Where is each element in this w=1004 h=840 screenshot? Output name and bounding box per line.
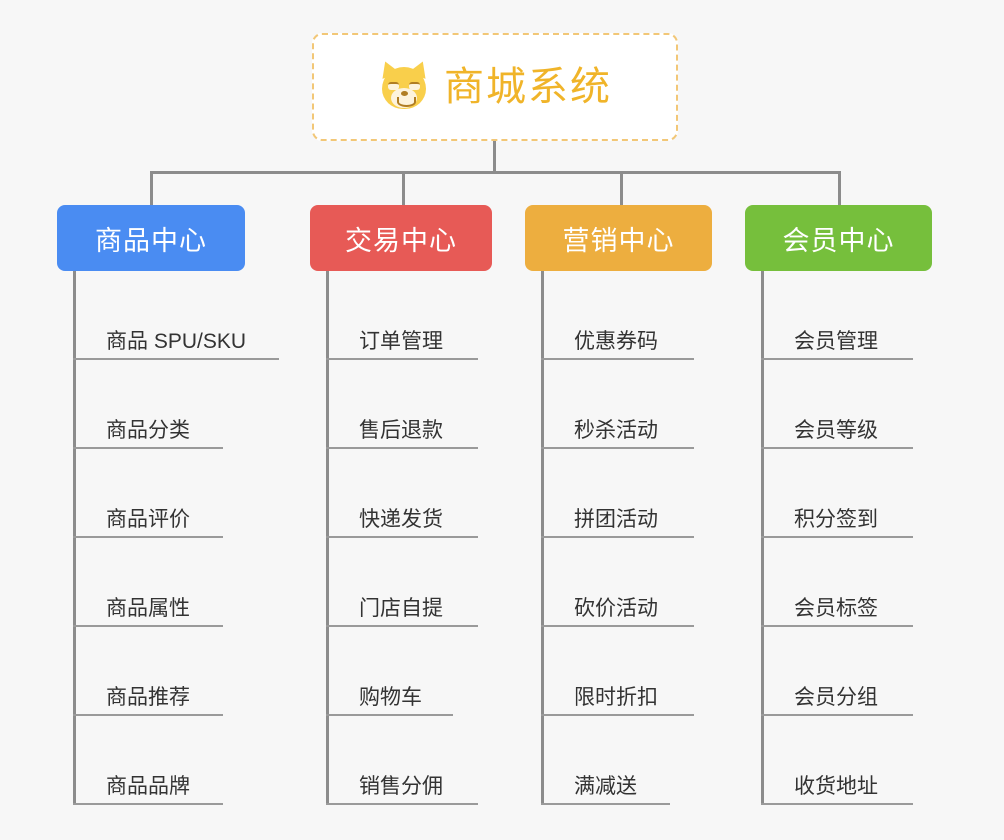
- connector-root-stem: [493, 141, 496, 173]
- leaf-underline: [326, 803, 478, 805]
- leaf-label: 订单管理: [359, 330, 443, 353]
- list-item[interactable]: 订单管理: [326, 271, 478, 360]
- leaf-underline: [541, 447, 694, 449]
- leaf-underline: [326, 358, 478, 360]
- leaf-label: 限时折扣: [574, 686, 658, 709]
- list-item[interactable]: 商品属性: [73, 538, 246, 627]
- list-item[interactable]: 商品 SPU/SKU: [73, 271, 279, 360]
- list-item[interactable]: 秒杀活动: [541, 360, 694, 449]
- leaf-label: 商品 SPU/SKU: [106, 330, 247, 353]
- leaf-underline: [761, 803, 913, 805]
- list-item[interactable]: 商品品牌: [73, 716, 246, 805]
- connector-drop-2: [402, 171, 405, 207]
- list-item[interactable]: 门店自提: [326, 538, 478, 627]
- leaf-underline: [761, 358, 913, 360]
- list-item[interactable]: 快递发货: [326, 449, 478, 538]
- leaf-list-product-center: 商品 SPU/SKU 商品分类 商品评价 商品属性 商品推荐 商品品牌: [73, 271, 279, 805]
- connector-horizontal-bus: [150, 171, 841, 174]
- leaf-label: 砍价活动: [574, 597, 658, 620]
- leaf-label: 会员标签: [794, 597, 878, 620]
- leaf-label: 销售分佣: [359, 775, 443, 798]
- leaf-label: 会员管理: [794, 330, 878, 353]
- list-item[interactable]: 售后退款: [326, 360, 478, 449]
- leaf-underline: [326, 536, 478, 538]
- leaf-list-marketing-center: 优惠券码 秒杀活动 拼团活动 砍价活动 限时折扣 满减送: [541, 271, 694, 805]
- leaf-underline: [761, 536, 913, 538]
- connector-drop-1: [150, 171, 153, 207]
- leaf-underline: [541, 536, 694, 538]
- leaf-underline: [541, 625, 694, 627]
- leaf-label: 商品评价: [106, 508, 190, 531]
- branch-header-trade-center[interactable]: 交易中心: [310, 205, 492, 271]
- leaf-label: 快递发货: [359, 508, 443, 531]
- leaf-underline: [73, 714, 223, 716]
- leaf-list-member-center: 会员管理 会员等级 积分签到 会员标签 会员分组 收货地址: [761, 271, 913, 805]
- branch-spine: [326, 271, 329, 805]
- list-item[interactable]: 商品推荐: [73, 627, 246, 716]
- list-item[interactable]: 砍价活动: [541, 538, 694, 627]
- leaf-label: 门店自提: [359, 597, 443, 620]
- branch-spine: [541, 271, 544, 805]
- list-item[interactable]: 购物车: [326, 627, 453, 716]
- list-item[interactable]: 销售分佣: [326, 716, 478, 805]
- connector-drop-4: [838, 171, 841, 207]
- leaf-underline: [73, 625, 223, 627]
- leaf-label: 售后退款: [359, 419, 443, 442]
- leaf-underline: [761, 447, 913, 449]
- list-item[interactable]: 会员标签: [761, 538, 913, 627]
- leaf-underline: [326, 714, 453, 716]
- leaf-label: 拼团活动: [574, 508, 658, 531]
- list-item[interactable]: 会员分组: [761, 627, 913, 716]
- list-item[interactable]: 积分签到: [761, 449, 913, 538]
- leaf-label: 商品推荐: [106, 686, 190, 709]
- list-item[interactable]: 收货地址: [761, 716, 913, 805]
- leaf-label: 秒杀活动: [574, 419, 658, 442]
- branch-header-member-center[interactable]: 会员中心: [745, 205, 932, 271]
- list-item[interactable]: 优惠券码: [541, 271, 694, 360]
- branch-spine: [73, 271, 76, 805]
- list-item[interactable]: 商品分类: [73, 360, 246, 449]
- leaf-list-trade-center: 订单管理 售后退款 快递发货 门店自提 购物车 销售分佣: [326, 271, 478, 805]
- list-item[interactable]: 满减送: [541, 716, 670, 805]
- leaf-label: 购物车: [359, 686, 422, 709]
- leaf-label: 收货地址: [794, 775, 878, 798]
- branch-header-product-center[interactable]: 商品中心: [57, 205, 245, 271]
- list-item[interactable]: 会员管理: [761, 271, 913, 360]
- list-item[interactable]: 限时折扣: [541, 627, 694, 716]
- leaf-underline: [73, 358, 279, 360]
- list-item[interactable]: 商品评价: [73, 449, 246, 538]
- list-item[interactable]: 拼团活动: [541, 449, 694, 538]
- leaf-underline: [73, 803, 223, 805]
- leaf-label: 优惠券码: [574, 330, 658, 353]
- leaf-underline: [73, 536, 223, 538]
- root-node[interactable]: 商城系统: [312, 33, 678, 141]
- root-title: 商城系统: [444, 65, 612, 109]
- leaf-underline: [761, 625, 913, 627]
- leaf-underline: [73, 447, 223, 449]
- connector-drop-3: [620, 171, 623, 207]
- leaf-label: 会员分组: [794, 686, 878, 709]
- leaf-label: 商品属性: [106, 597, 190, 620]
- leaf-label: 会员等级: [794, 419, 878, 442]
- leaf-underline: [541, 803, 670, 805]
- leaf-label: 商品分类: [106, 419, 190, 442]
- branch-header-marketing-center[interactable]: 营销中心: [525, 205, 712, 271]
- branch-title: 交易中心: [345, 225, 457, 256]
- branch-title: 商品中心: [95, 225, 207, 256]
- list-item[interactable]: 会员等级: [761, 360, 913, 449]
- leaf-underline: [541, 714, 694, 716]
- branch-title: 会员中心: [782, 225, 895, 256]
- leaf-underline: [541, 358, 694, 360]
- branch-title: 营销中心: [562, 225, 675, 256]
- leaf-label: 积分签到: [794, 508, 878, 531]
- leaf-underline: [326, 447, 478, 449]
- leaf-label: 商品品牌: [106, 775, 190, 798]
- leaf-label: 满减送: [574, 775, 637, 798]
- shiba-dog-icon: [376, 58, 432, 113]
- leaf-underline: [326, 625, 478, 627]
- branch-spine: [761, 271, 764, 805]
- leaf-underline: [761, 714, 913, 716]
